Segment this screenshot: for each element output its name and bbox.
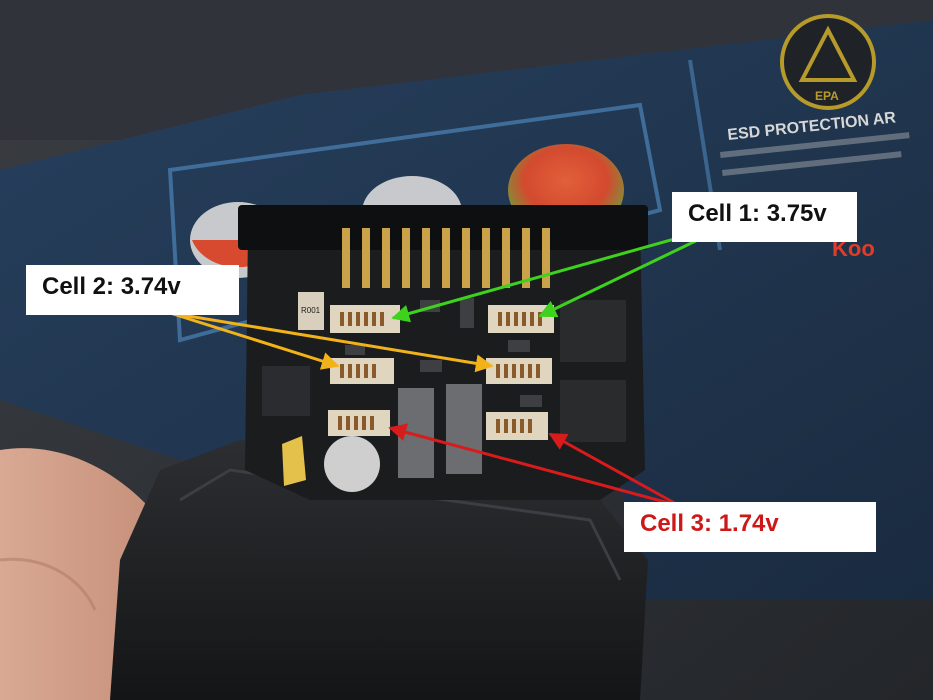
cell2-pad-right [486,358,552,384]
cell1-pad-right [488,305,554,333]
pcb-board: R001 [238,205,648,500]
pcb-inductor-right [446,384,482,474]
cell3-pad-left [328,410,390,436]
cell3-arrow-left [388,423,681,508]
pcb-yellow-tab [282,436,306,486]
pcb-ic-chip [262,366,310,416]
esd-badge [780,14,876,110]
cell3-arrows [388,423,681,508]
cell1-pad-left [330,305,400,333]
pcb-mosfet-top [560,300,626,362]
esd-hand-icon [798,25,858,82]
cell3-arrow-right [548,432,681,508]
cell2-voltage-label: Cell 2: 3.74v [26,265,239,315]
cell3-voltage-label: Cell 3: 1.74v [624,502,876,552]
pcb-coin-cell [324,436,380,492]
cell1-voltage-label: Cell 1: 3.75v [672,192,857,242]
pcb-resistor [298,292,324,330]
battery-case [110,440,648,700]
cell2-arrow-right [169,311,494,373]
pcb-mosfet-bottom [560,380,626,442]
esd-badge-text: EPA [815,89,839,103]
pcb-silkscreen-label: R001 [301,306,321,315]
cell3-pad-right [486,412,548,440]
connector-gold-pins [342,228,550,288]
cell2-pad-left [330,358,394,384]
cell2-arrows [169,311,494,373]
cell2-arrow-left [169,311,340,370]
